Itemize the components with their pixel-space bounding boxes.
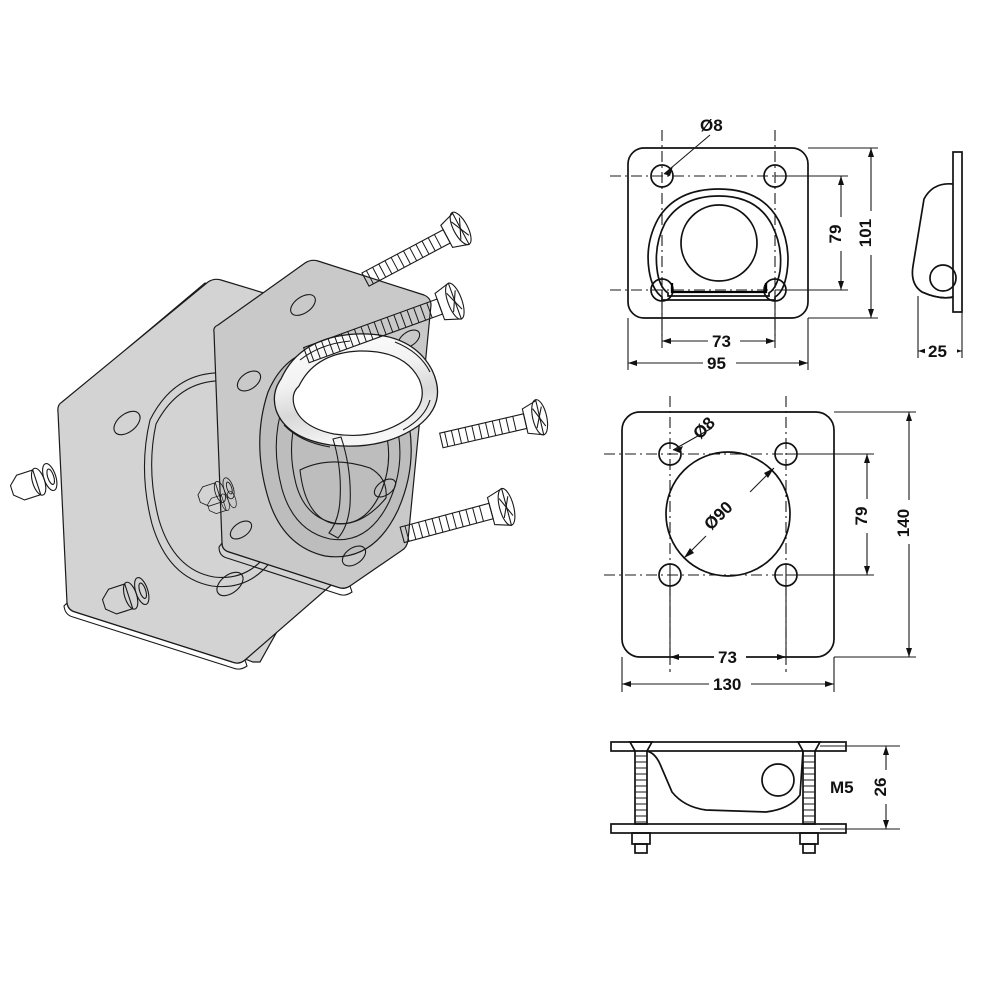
dim-79-cutout: 79 bbox=[786, 453, 877, 576]
recess-outline bbox=[647, 188, 789, 301]
dim-79-front-text: 79 bbox=[826, 225, 845, 244]
dim-79-cutout-text: 79 bbox=[852, 507, 871, 526]
dim-95-front-text: 95 bbox=[707, 354, 726, 373]
dim-dia8-front: Ø8 bbox=[700, 116, 723, 135]
dim-79-front: 79 bbox=[775, 175, 851, 291]
dim-73-front: 73 bbox=[661, 290, 776, 351]
side-plate bbox=[952, 151, 963, 313]
dim-101-front-text: 101 bbox=[856, 219, 875, 247]
dim-73-front-text: 73 bbox=[712, 332, 731, 351]
dim-101-front: 101 bbox=[808, 147, 881, 319]
d-ring bbox=[273, 333, 439, 539]
dim-95-front: 95 bbox=[627, 318, 809, 373]
dim-130-cutout-text: 130 bbox=[713, 675, 741, 694]
bore-circle bbox=[665, 451, 791, 577]
dim-130-cutout: 130 bbox=[621, 657, 835, 694]
section-top-plate bbox=[610, 741, 847, 752]
front-plate-outline bbox=[627, 147, 809, 319]
dim-73-cutout-text: 73 bbox=[718, 648, 737, 667]
dim-73-cutout: 73 bbox=[669, 575, 787, 667]
dim-25-side-text: 25 bbox=[928, 342, 947, 361]
section-bolt-right bbox=[796, 741, 822, 854]
countersunk-bolt-4 bbox=[399, 487, 516, 544]
hex-nut-washer-2 bbox=[101, 577, 150, 615]
ring-bore bbox=[680, 204, 758, 282]
hex-nut-washer-3 bbox=[197, 477, 235, 507]
hex-nut-washer-1 bbox=[9, 463, 58, 501]
dia8-leader-cutout bbox=[672, 427, 713, 453]
cutout-hole-top-left bbox=[658, 442, 682, 466]
dim-140-cutout-text: 140 bbox=[894, 509, 913, 537]
dim-m5-text: M5 bbox=[830, 778, 854, 797]
section-bracket-hole bbox=[761, 763, 795, 797]
section-bottom-plate bbox=[610, 823, 847, 834]
dim-25-side: 25 bbox=[917, 296, 963, 361]
section-bracket-body bbox=[646, 750, 804, 813]
dim-140-cutout: 140 bbox=[834, 411, 919, 658]
side-bracket-hole bbox=[929, 264, 957, 292]
section-bolt-left bbox=[628, 741, 654, 854]
dia90-leader bbox=[683, 467, 775, 559]
dim-26-section: 26 bbox=[820, 745, 900, 830]
bolt-hole-top-left bbox=[650, 164, 674, 188]
countersunk-bolt-2 bbox=[302, 282, 465, 364]
countersunk-bolt-1 bbox=[361, 211, 472, 287]
dia8-leader-front bbox=[663, 134, 711, 176]
dim-26-section-text: 26 bbox=[871, 778, 890, 797]
countersunk-bolt-3 bbox=[439, 399, 549, 449]
